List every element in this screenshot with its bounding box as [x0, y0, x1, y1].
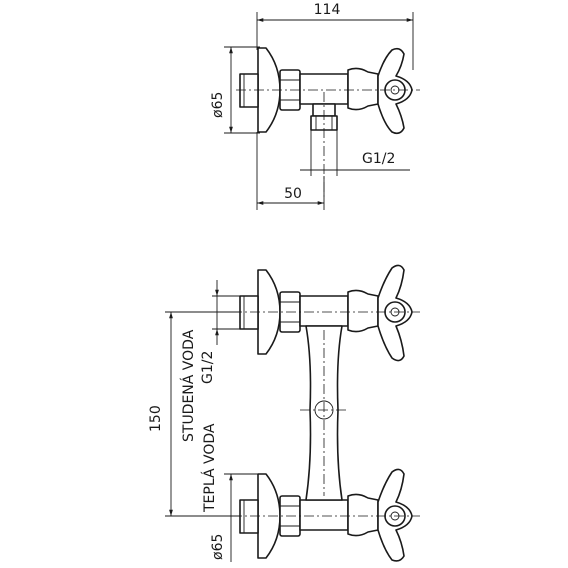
valve-body-hot: [299, 499, 349, 531]
connecting-column: [305, 325, 343, 501]
dimension-offset-50: 50: [256, 132, 325, 210]
hot-valve-assembly: [232, 468, 420, 562]
column-section-circle: [314, 400, 334, 420]
label-hot-water: TEPLÁ VODA: [201, 423, 218, 513]
dimension-diameter-bottom: ø65: [210, 473, 258, 562]
valve-bonnet-top: [347, 67, 379, 111]
dimension-thread-top: G1/2: [300, 130, 410, 176]
eccentric-nipple-top: [239, 73, 259, 108]
eccentric-nipple-cold: [239, 295, 259, 330]
dim-width-label: 114: [314, 2, 341, 18]
eccentric-nipple-hot: [239, 499, 259, 534]
dim-thread-label-top: G1/2: [362, 151, 395, 167]
top-view: 114 ø65: [210, 2, 420, 210]
valve-body-cold: [299, 295, 349, 327]
dim-offset-label: 50: [284, 186, 302, 202]
front-view: 150 STUDENÁ VODA G1/2 TEPLÁ VODA ø65: [148, 264, 420, 562]
dimension-width-114: 114: [256, 2, 414, 70]
dim-diameter-label-top: ø65: [210, 92, 226, 118]
valve-bonnet-hot: [347, 493, 379, 537]
dimension-spacing-150: 150: [148, 311, 240, 517]
dimension-diameter-top: ø65: [210, 46, 260, 134]
dim-diameter-label-bottom: ø65: [210, 534, 226, 560]
label-cold-thread: G1/2: [200, 351, 216, 384]
valve-bonnet-cold: [347, 289, 379, 333]
dim-spacing-label: 150: [148, 405, 164, 432]
label-cold-water: STUDENÁ VODA: [180, 329, 197, 442]
